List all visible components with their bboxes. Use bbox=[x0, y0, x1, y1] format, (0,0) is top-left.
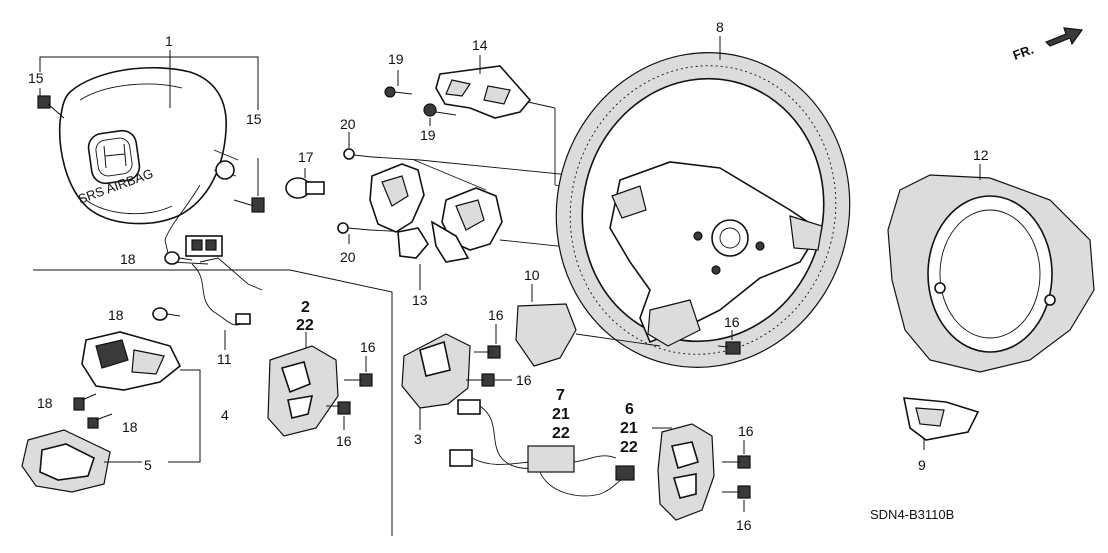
screw-19-upper bbox=[384, 70, 413, 98]
callout-15-right: 15 bbox=[246, 111, 262, 127]
callout-16-c: 16 bbox=[336, 433, 352, 449]
callout-18-b: 18 bbox=[108, 307, 124, 323]
wire-harness-11 bbox=[191, 257, 263, 350]
cover-10 bbox=[515, 284, 661, 367]
switch-cover-2 bbox=[267, 332, 339, 437]
switch-6 bbox=[652, 423, 715, 521]
bolt-16-e bbox=[466, 373, 512, 387]
callout-16-wheel: 16 bbox=[724, 314, 740, 330]
callout-21-a: 21 bbox=[552, 406, 570, 423]
section-divider bbox=[33, 269, 393, 536]
callout-22-a: 22 bbox=[296, 317, 314, 334]
diagram-code: SDN4-B3110B bbox=[870, 507, 954, 522]
callout-9: 9 bbox=[918, 457, 926, 473]
bolt-15-right bbox=[233, 158, 265, 213]
callout-7: 7 bbox=[556, 387, 565, 404]
switch-4 bbox=[81, 331, 201, 463]
bolt-16-b bbox=[344, 356, 373, 387]
front-label: FR. bbox=[1011, 42, 1036, 63]
lower-cover-9 bbox=[903, 397, 980, 450]
callout-16-g: 16 bbox=[736, 517, 752, 533]
screw-18-c bbox=[73, 393, 97, 411]
cover-3 bbox=[401, 333, 471, 430]
callout-12: 12 bbox=[973, 147, 989, 163]
callout-16-b: 16 bbox=[360, 339, 376, 355]
callout-18-d: 18 bbox=[122, 419, 138, 435]
screw-18-d bbox=[87, 413, 113, 429]
callout-22-c: 22 bbox=[620, 439, 638, 456]
screw-19-lower bbox=[423, 103, 457, 126]
bolt-17 bbox=[285, 168, 325, 199]
callout-5: 5 bbox=[144, 457, 152, 473]
callout-20-upper: 20 bbox=[340, 116, 356, 132]
callout-13: 13 bbox=[412, 292, 428, 308]
callout-18-c: 18 bbox=[37, 395, 53, 411]
screw-18-a bbox=[164, 251, 193, 265]
callout-2: 2 bbox=[301, 299, 310, 316]
callout-3: 3 bbox=[414, 431, 422, 447]
callout-8: 8 bbox=[716, 19, 724, 35]
callout-17: 17 bbox=[298, 149, 314, 165]
bolt-16-d bbox=[474, 324, 501, 359]
screw-18-b bbox=[152, 307, 181, 321]
callout-1: 1 bbox=[165, 33, 173, 49]
rear-cover-12 bbox=[887, 164, 1095, 373]
callout-19-upper: 19 bbox=[388, 51, 404, 67]
harness-7 bbox=[449, 399, 635, 497]
callout-1-bracket bbox=[39, 50, 259, 110]
callout-20-lower: 20 bbox=[340, 249, 356, 265]
callout-4: 4 bbox=[221, 407, 229, 423]
callout-16-d: 16 bbox=[488, 307, 504, 323]
switch-cover-5 bbox=[21, 429, 142, 493]
airbag-module: SRS AIRBAG bbox=[58, 67, 239, 265]
bolt-15-left bbox=[37, 88, 65, 119]
callout-10: 10 bbox=[524, 267, 540, 283]
callout-11: 11 bbox=[217, 351, 232, 367]
bolt-16-c bbox=[326, 401, 351, 430]
callout-19-lower: 19 bbox=[420, 127, 436, 143]
callout-18-a: 18 bbox=[120, 251, 136, 267]
callout-15-left: 15 bbox=[28, 70, 44, 86]
callout-21-b: 21 bbox=[620, 420, 638, 437]
bolt-16-f bbox=[722, 440, 751, 469]
callout-14: 14 bbox=[472, 37, 488, 53]
front-direction-arrow-icon bbox=[1044, 27, 1084, 47]
bolt-16-g bbox=[722, 485, 751, 512]
steering-wheel bbox=[555, 36, 851, 368]
callout-16-f: 16 bbox=[738, 423, 754, 439]
callout-16-e: 16 bbox=[516, 372, 532, 388]
bolt-16-wheel bbox=[717, 330, 741, 355]
callout-22-b: 22 bbox=[552, 425, 570, 442]
switch-assembly-13 bbox=[369, 159, 673, 290]
honda-logo-icon bbox=[87, 129, 141, 185]
callout-6: 6 bbox=[625, 401, 634, 418]
screw-20-lower bbox=[337, 222, 411, 244]
